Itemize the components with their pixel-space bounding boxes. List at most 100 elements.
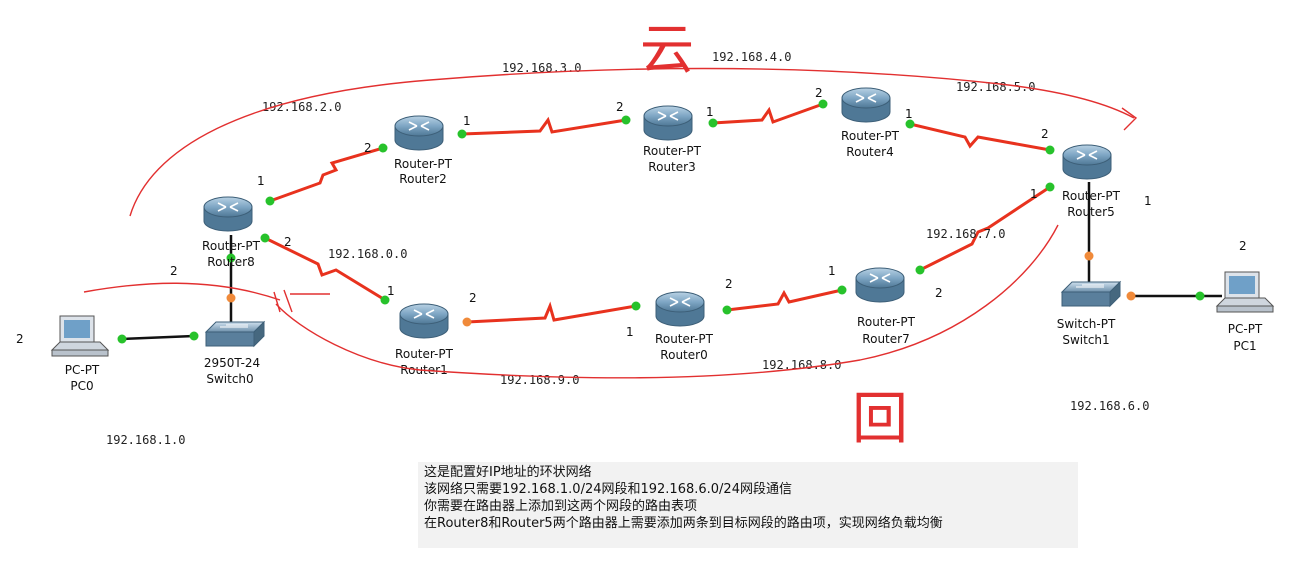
port-number: 1 xyxy=(1144,194,1152,208)
router4[interactable]: Router-PT Router4 xyxy=(841,87,900,159)
note-line-2: 该网络只需要192.168.1.0/24网段和192.168.6.0/24网段通… xyxy=(424,482,792,497)
port-number: 2 xyxy=(1041,127,1049,141)
router8-icon xyxy=(203,196,253,232)
serial-link-r7-r5 xyxy=(919,185,1051,272)
switch0-icon xyxy=(205,321,265,347)
hand-drawn-arrow-head xyxy=(1121,107,1138,131)
port-number: 1 xyxy=(828,264,836,278)
router7[interactable]: Router-PT Router7 xyxy=(855,267,916,346)
net-label-192-168-1-0: 192.168.1.0 xyxy=(106,433,185,447)
router7-name: Router7 xyxy=(862,332,909,346)
ethernet-link-switch0-pc0 xyxy=(121,334,195,341)
port-number: 2 xyxy=(1239,239,1247,253)
router5-name: Router5 xyxy=(1067,205,1114,219)
router5-type: Router-PT xyxy=(1062,189,1121,203)
serial-link-r2-r3 xyxy=(461,116,627,136)
router3[interactable]: Router-PT Router3 xyxy=(643,105,702,174)
note-line-1: 这是配置好IP地址的环状网络 xyxy=(424,465,592,480)
router1[interactable]: Router-PT Router1 xyxy=(395,303,454,377)
net-label-192-168-8-0: 192.168.8.0 xyxy=(762,358,841,372)
net-label-192-168-4-0: 192.168.4.0 xyxy=(712,50,791,64)
port-number: 1 xyxy=(257,174,265,188)
port-number: 1 xyxy=(706,105,714,119)
router3-name: Router3 xyxy=(648,160,695,174)
pc0[interactable]: PC-PT PC0 xyxy=(51,315,109,393)
net-label-192-168-7-0: 192.168.7.0 xyxy=(926,227,1005,241)
port-number: 2 xyxy=(725,277,733,291)
serial-link-r8-r2 xyxy=(269,146,384,203)
pc0-icon xyxy=(51,315,109,357)
router0[interactable]: Router-PT Router0 xyxy=(655,291,714,362)
pc1-name: PC1 xyxy=(1233,339,1256,353)
router1-icon xyxy=(399,303,449,339)
port-number: 2 xyxy=(16,332,24,346)
hand-drawn-loop-top xyxy=(129,67,1135,217)
port-number: 1 xyxy=(387,284,395,298)
router1-type: Router-PT xyxy=(395,347,454,361)
instruction-note: 这是配置好IP地址的环状网络 该网络只需要192.168.1.0/24网段和19… xyxy=(418,462,1078,548)
router8[interactable]: Router-PT Router8 xyxy=(202,196,261,269)
router5-icon xyxy=(1062,144,1112,180)
port-number: 2 xyxy=(616,100,624,114)
router4-name: Router4 xyxy=(846,145,893,159)
handwritten-char-loop: 回 xyxy=(852,387,908,452)
switch1[interactable]: Switch-PT Switch1 xyxy=(1057,281,1121,347)
router3-icon xyxy=(643,105,693,141)
switch0[interactable]: 2950T-24 Switch0 xyxy=(204,321,265,386)
switch1-type: Switch-PT xyxy=(1057,317,1116,331)
links xyxy=(121,102,1222,341)
router7-icon xyxy=(855,267,905,303)
serial-link-r4-r5 xyxy=(909,122,1051,152)
pc0-name: PC0 xyxy=(70,379,93,393)
hand-drawn-loop-bottom xyxy=(275,224,1059,379)
hand-drawn-separator-curve xyxy=(83,282,281,301)
router0-type: Router-PT xyxy=(655,332,714,346)
serial-link-r0-r7 xyxy=(726,288,843,312)
hand-drawn-separator-marks xyxy=(273,289,330,313)
port-numbers: 2 1 2 1 2 1 2 1 1 2 1 2 2 2 1 2 1 2 1 2 xyxy=(16,86,1247,346)
pc0-type: PC-PT xyxy=(65,363,100,377)
switch1-icon xyxy=(1061,281,1121,307)
port-number: 2 xyxy=(815,86,823,100)
port-number: 2 xyxy=(170,264,178,278)
router2-name: Router2 xyxy=(399,172,446,186)
port-status-dots xyxy=(117,99,1205,344)
handwritten-char-cloud: 云 xyxy=(640,18,694,81)
port-number: 2 xyxy=(364,141,372,155)
handwritten-annotations xyxy=(83,67,1138,379)
port-number: 2 xyxy=(284,235,292,249)
port-number: 1 xyxy=(626,325,634,339)
note-line-3: 你需要在路由器上添加到这两个网段的路由表项 xyxy=(424,499,698,514)
router2-type: Router-PT xyxy=(394,157,453,171)
port-number: 2 xyxy=(469,291,477,305)
router8-name: Router8 xyxy=(207,255,254,269)
router2-icon xyxy=(394,115,444,151)
router8-type: Router-PT xyxy=(202,239,261,253)
router5[interactable]: Router-PT Router5 xyxy=(1062,144,1121,219)
net-label-192-168-0-0: 192.168.0.0 xyxy=(328,247,407,261)
net-label-192-168-5-0: 192.168.5.0 xyxy=(956,80,1035,94)
port-number: 1 xyxy=(463,114,471,128)
switch0-name: Switch0 xyxy=(206,372,253,386)
switch0-type: 2950T-24 xyxy=(204,356,260,370)
port-number: 1 xyxy=(905,107,913,121)
router7-type: Router-PT xyxy=(857,315,916,329)
pc1-type: PC-PT xyxy=(1228,322,1263,336)
router2[interactable]: Router-PT Router2 xyxy=(394,115,453,186)
router0-name: Router0 xyxy=(660,348,707,362)
serial-link-r1-r0 xyxy=(466,301,637,324)
net-label-192-168-6-0: 192.168.6.0 xyxy=(1070,399,1149,413)
router0-icon xyxy=(655,291,705,327)
port-number: 2 xyxy=(935,286,943,300)
pc1[interactable]: PC-PT PC1 xyxy=(1216,271,1274,353)
switch1-name: Switch1 xyxy=(1062,333,1109,347)
net-label-192-168-2-0: 192.168.2.0 xyxy=(262,100,341,114)
router3-type: Router-PT xyxy=(643,144,702,158)
network-labels: 192.168.0.0 192.168.1.0 192.168.2.0 192.… xyxy=(106,50,1149,447)
note-line-4: 在Router8和Router5两个路由器上需要添加两条到目标网段的路由项，实现… xyxy=(424,516,943,531)
serial-link-r8-r1 xyxy=(264,236,386,302)
serial-link-r3-r4 xyxy=(712,102,824,125)
pc1-icon xyxy=(1216,271,1274,313)
router4-icon xyxy=(841,87,891,123)
